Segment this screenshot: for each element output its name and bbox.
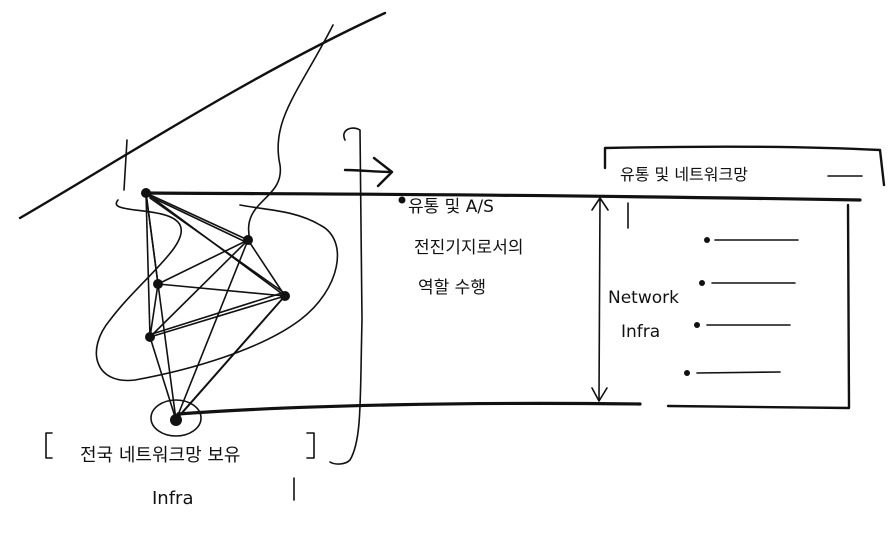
bullet-dot bbox=[699, 280, 705, 286]
right-panel-title: 유통 및 네트워크망 bbox=[620, 165, 748, 184]
entry-arrow bbox=[343, 156, 394, 188]
right-panel-box bbox=[603, 145, 886, 410]
bullet-dot bbox=[704, 237, 710, 243]
diagonal-line-tick bbox=[123, 139, 128, 191]
node-highlight-circle bbox=[150, 399, 202, 437]
bullet-list bbox=[684, 237, 799, 376]
bullet-dot bbox=[694, 322, 700, 328]
right-panel-vertical-label-2: Infra bbox=[621, 322, 660, 342]
network-outline bbox=[95, 199, 339, 382]
left-caption-line1: 전국 네트워크망 보유 bbox=[80, 445, 240, 466]
caption-bracket-right bbox=[306, 432, 315, 459]
infra-height-arrow bbox=[591, 197, 609, 402]
network-graph bbox=[141, 188, 290, 437]
network-edges bbox=[145, 192, 286, 421]
caption-bracket-left bbox=[45, 432, 53, 459]
network-node bbox=[145, 332, 155, 342]
diagonal-line bbox=[18, 11, 387, 220]
channel-bottom-line bbox=[176, 401, 642, 416]
middle-note-line2: 전진기지로서의 bbox=[414, 238, 523, 258]
network-node bbox=[280, 291, 290, 301]
bullet-line bbox=[696, 371, 781, 374]
middle-note-line3: 역할 수행 bbox=[418, 278, 486, 298]
middle-note-line1: 유통 및 A/S bbox=[408, 197, 494, 217]
network-node bbox=[243, 235, 253, 245]
note-bullet bbox=[398, 196, 406, 204]
network-node bbox=[170, 414, 182, 426]
left-caption-line2: Infra bbox=[152, 488, 193, 509]
funnel-curve bbox=[247, 24, 334, 241]
middle-divider bbox=[329, 127, 363, 465]
bullet-dot bbox=[684, 370, 690, 376]
channel-top-line bbox=[144, 191, 862, 202]
network-node bbox=[153, 279, 163, 289]
right-panel-vertical-label-1: Network bbox=[608, 288, 679, 308]
